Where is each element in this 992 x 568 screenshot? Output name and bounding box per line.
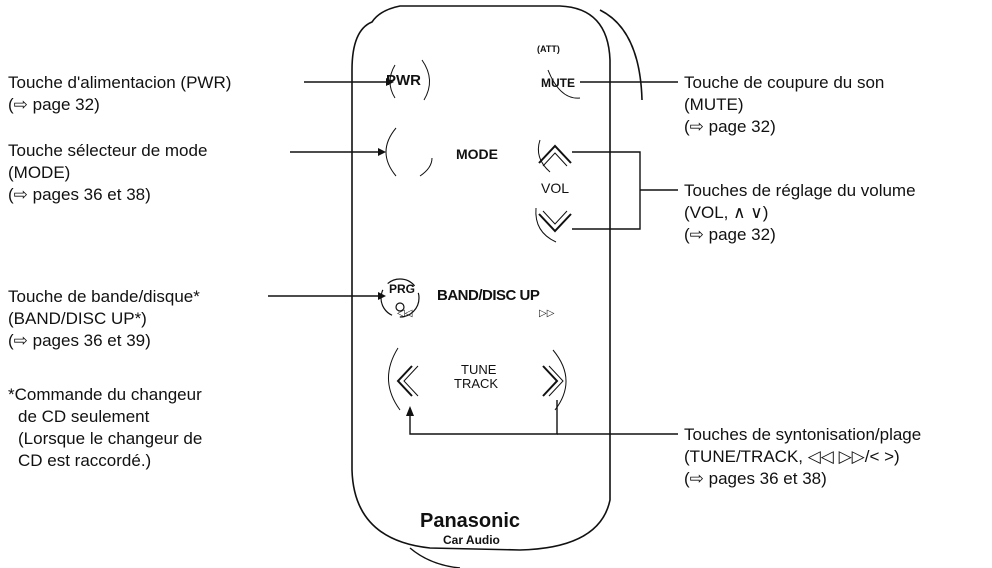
vol-label: VOL — [541, 180, 570, 196]
mute-label: MUTE — [541, 76, 575, 90]
rewind-icon: ◁◁ — [397, 308, 413, 319]
vol-down-button[interactable] — [535, 207, 572, 243]
prg-label: PRG — [389, 282, 416, 296]
car-audio-logo: Car Audio — [443, 533, 500, 547]
cd-changer-note: *Commande du changeur de CD seulement (L… — [8, 385, 203, 470]
remote-bottom-curve — [409, 547, 461, 568]
chevron-right-icon — [542, 365, 559, 397]
chevron-left-icon — [396, 365, 413, 397]
tune-down-button[interactable] — [388, 347, 419, 411]
mode-label: MODE — [456, 146, 498, 162]
vol-up-icon — [538, 144, 572, 164]
remote-body-outline — [351, 5, 611, 551]
att-label: (ATT) — [537, 44, 560, 54]
pwr-description: Touche d'alimentacion (PWR)(⇨ page 32) — [8, 73, 232, 114]
mute-description: Touche de coupure du son(MUTE)(⇨ page 32… — [684, 73, 885, 136]
track-label: TRACK — [454, 376, 499, 391]
fast-forward-icon: ▷▷ — [539, 308, 555, 319]
mode-description: Touche sélecteur de mode(MODE)(⇨ pages 3… — [8, 141, 208, 204]
brand-logo: Panasonic — [420, 510, 521, 532]
vol-description: Touches de réglage du volume(VOL, ∧ ∨)(⇨… — [684, 181, 916, 244]
tune-label: TUNE — [461, 362, 497, 377]
vol-down-icon — [538, 213, 572, 233]
pwr-button-label: PWR — [386, 72, 421, 89]
vol-leader-bracket — [572, 151, 678, 230]
tune-up-button[interactable] — [542, 349, 567, 411]
prg-o-icon — [395, 302, 405, 312]
band-disc-up-label: BAND/DISC UP — [437, 287, 540, 304]
remote-cord — [599, 9, 643, 101]
mute-button[interactable] — [547, 69, 581, 99]
tune-leader-bracket — [409, 400, 678, 435]
tune-description: Touches de syntonisation/plage(TUNE/TRAC… — [684, 425, 922, 488]
mode-button[interactable] — [385, 127, 433, 177]
band-description: Touche de bande/disque*(BAND/DISC UP*)(⇨… — [8, 287, 200, 350]
vol-up-button[interactable] — [537, 139, 572, 173]
